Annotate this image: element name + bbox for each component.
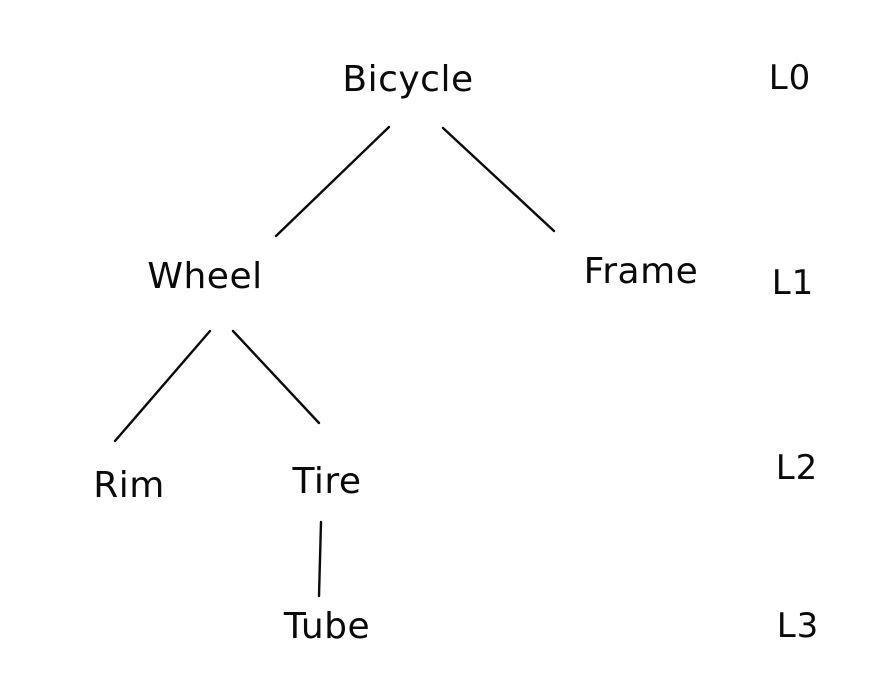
node-rim[interactable]: Rim	[93, 465, 165, 506]
level-label-l3: L3	[776, 606, 820, 646]
edge-wheel-rim	[113, 329, 212, 443]
level-label-l0: L0	[768, 58, 812, 98]
level-label-l1: L1	[771, 263, 815, 303]
edge-bicycle-wheel	[274, 125, 391, 238]
edge-wheel-tire	[231, 329, 321, 425]
edge-tire-tube	[317, 520, 323, 598]
node-tire[interactable]: Tire	[292, 461, 362, 502]
edge-bicycle-frame	[441, 126, 556, 233]
node-wheel[interactable]: Wheel	[147, 256, 263, 297]
node-tube[interactable]: Tube	[283, 606, 371, 647]
node-frame[interactable]: Frame	[583, 251, 699, 292]
level-label-l2: L2	[775, 448, 819, 488]
node-bicycle[interactable]: Bicycle	[342, 59, 474, 100]
